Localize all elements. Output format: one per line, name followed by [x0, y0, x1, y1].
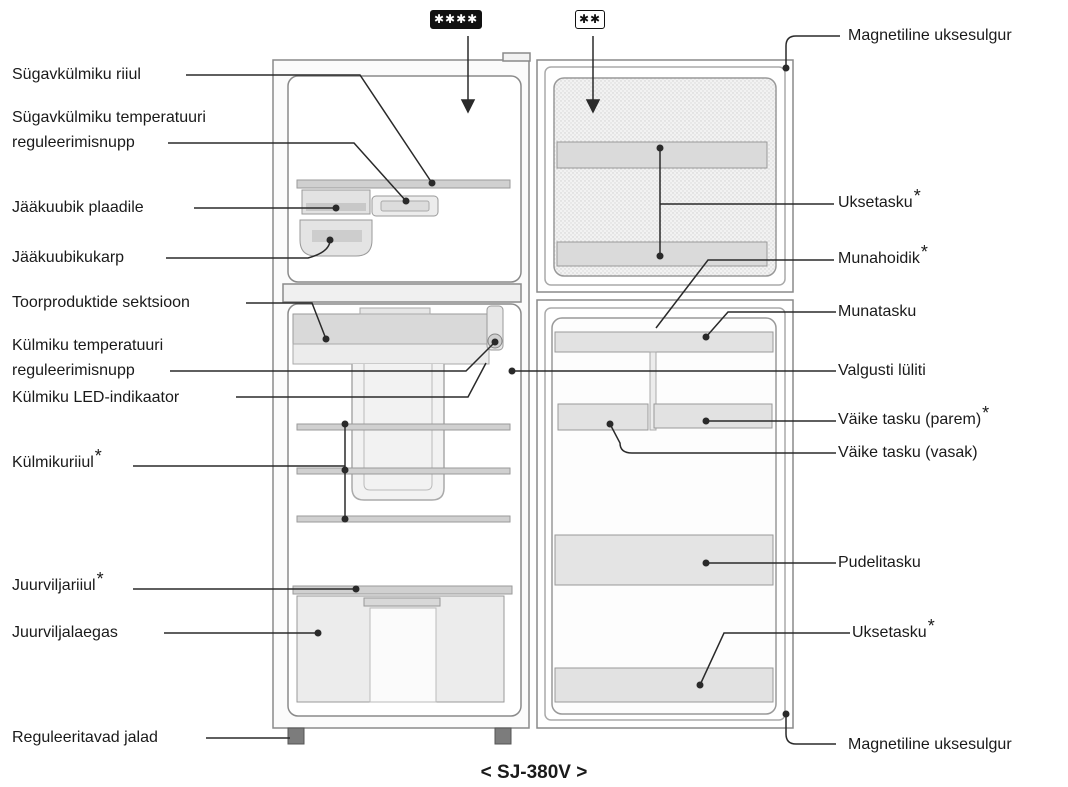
- label-door-pocket-top: Uksetasku*: [838, 186, 921, 212]
- label-vegetable-shelf: Juurviljariiul*: [12, 569, 104, 595]
- leader-dots-left: [314, 179, 499, 637]
- label-fridge-led: Külmiku LED-indikaator: [12, 389, 180, 406]
- label-fridge-temp-knob-1: Külmiku temperatuuri: [12, 337, 164, 354]
- label-vegetable-crisper: Juurviljalaegas: [12, 624, 118, 641]
- label-small-pocket-right: Väike tasku (parem)*: [838, 403, 990, 429]
- freezer-shelf: [296, 179, 511, 189]
- foot-left: [287, 727, 305, 745]
- label-magnetic-closer-top: Magnetiline uksesulgur: [848, 27, 1012, 44]
- door-pocket-lower: [554, 667, 774, 703]
- leader-dots-right: [508, 64, 790, 718]
- label-magnetic-closer-bottom: Magnetiline uksesulgur: [848, 736, 1012, 753]
- four-star-badge: ✱✱✱✱: [430, 10, 483, 29]
- vegetable-shelf: [292, 585, 513, 595]
- label-fridge-shelf: Külmikuriiul*: [12, 446, 102, 472]
- label-egg-pocket: Munatasku: [838, 303, 917, 320]
- label-egg-holder: Munahoidik*: [838, 242, 928, 268]
- egg-pocket: [554, 331, 774, 353]
- freezer-door-liner: [553, 77, 777, 277]
- bottle-pocket: [554, 534, 774, 586]
- small-pocket-right: [653, 403, 773, 429]
- compartment-divider: [282, 283, 522, 303]
- label-light-switch: Valgusti lüliti: [838, 362, 926, 379]
- small-pocket-left: [557, 403, 649, 431]
- two-star-badge: ✱✱: [575, 10, 606, 29]
- label-adjustable-feet: Reguleeritavad jalad: [12, 729, 158, 746]
- fridge-shelf-2: [296, 467, 511, 475]
- label-fridge-temp-knob-2: reguleerimisnupp: [12, 362, 135, 379]
- model-caption: < SJ-380V >: [480, 762, 588, 783]
- label-freezer-temp-knob-1: Sügavkülmiku temperatuuri: [12, 109, 206, 126]
- label-freezer-shelf: Sügavkülmiku riiul: [12, 66, 141, 83]
- label-ice-cube-box: Jääkuubikukarp: [12, 249, 125, 266]
- leader-lines-right: [512, 35, 850, 745]
- label-bottle-pocket: Pudelitasku: [838, 554, 921, 571]
- label-ice-tray: Jääkuubik plaadile: [12, 199, 144, 216]
- label-small-pocket-left: Väike tasku (vasak): [838, 444, 978, 461]
- label-freezer-temp-knob-2: reguleerimisnupp: [12, 134, 135, 151]
- label-fresh-case: Toorproduktide sektsioon: [12, 294, 190, 311]
- label-door-pocket-bottom: Uksetasku*: [852, 616, 935, 642]
- leader-lines-left: [133, 74, 496, 739]
- foot-right: [494, 727, 512, 745]
- star-arrows: [460, 36, 601, 114]
- fridge-shelf-3: [296, 515, 511, 523]
- fridge-shelf-1: [296, 423, 511, 431]
